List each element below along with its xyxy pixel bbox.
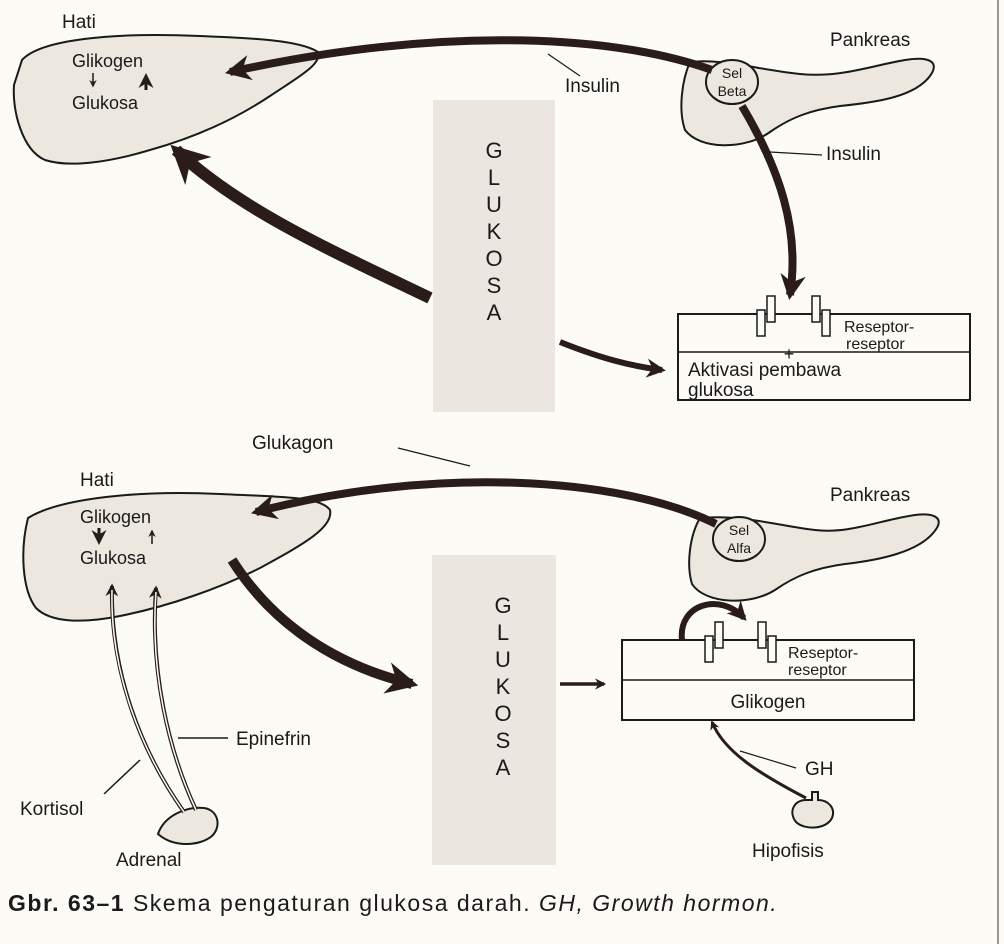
box-text-line2: glukosa <box>688 380 754 401</box>
glucagon-label-leader <box>398 448 470 466</box>
glucose-release-arrow <box>232 560 412 684</box>
cell-label-line2: Beta <box>718 83 747 99</box>
glucose-letter: K <box>496 674 511 699</box>
liver-top <box>14 35 319 164</box>
top-panel: G L U K O S A Hati Glikogen Glukosa Pank… <box>14 12 970 412</box>
cortisol-arrow-inner <box>112 590 184 812</box>
box-text: Glikogen <box>731 692 806 713</box>
glucose-letter: G <box>494 593 511 618</box>
bottom-panel: G L U K O S A Glukagon Hati Glikogen Glu… <box>20 433 939 871</box>
glucose-letter: U <box>486 192 502 217</box>
glucose-letter: K <box>487 219 502 244</box>
pancreas-label: Pankreas <box>830 30 910 51</box>
liver-glucose: Glukosa <box>80 548 147 568</box>
insulin-label-2: Insulin <box>826 144 881 165</box>
liver-bottom <box>23 493 330 621</box>
gh-label: GH <box>805 759 834 780</box>
liver-label: Hati <box>62 12 96 33</box>
glucose-letter: S <box>487 273 502 298</box>
liver-glycogen: Glikogen <box>80 507 151 527</box>
glucose-letter: A <box>496 755 511 780</box>
glucose-letter: L <box>488 165 500 190</box>
caption-text: Skema pengaturan glukosa darah. <box>125 890 539 916</box>
glucose-letter: O <box>494 701 511 726</box>
glucose-letter: S <box>496 728 511 753</box>
liver-glucose: Glukosa <box>72 93 139 113</box>
pancreas-label: Pankreas <box>830 485 910 506</box>
glucose-column-letters-top: G L U K O S A <box>485 138 502 325</box>
glucose-letter: L <box>497 620 509 645</box>
liver-glycogen: Glikogen <box>72 51 143 71</box>
insulin-label-leader <box>548 54 580 76</box>
caption-abbrev: GH, Growth hormon. <box>539 890 778 916</box>
liver-label: Hati <box>80 470 114 491</box>
glucagon-label: Glukagon <box>252 433 333 454</box>
cell-label-line1: Sel <box>722 65 742 81</box>
glucose-letter: G <box>485 138 502 163</box>
epinephrine-label: Epinefrin <box>236 729 311 750</box>
glucose-letter: U <box>495 647 511 672</box>
pituitary-label: Hipofisis <box>752 841 824 862</box>
glucose-arrow-to-liver <box>176 150 430 298</box>
adrenal-label: Adrenal <box>116 850 182 871</box>
insulin-label-leader <box>770 152 822 155</box>
receptor-activation-arrow <box>682 604 744 640</box>
cortisol-arrow <box>112 586 184 812</box>
glucose-letter: A <box>487 300 502 325</box>
adrenal-gland <box>158 808 218 844</box>
cell-label-line1: Sel <box>729 522 749 538</box>
receptor-label-line1: Reseptor- <box>788 645 858 662</box>
figure-number: Gbr. 63–1 <box>8 890 125 916</box>
receptor-label-line2: reseptor <box>846 336 905 353</box>
pituitary-gland <box>792 792 833 828</box>
cortisol-label: Kortisol <box>20 799 83 820</box>
cell-label-line2: Alfa <box>727 540 751 556</box>
cortisol-label-leader <box>104 760 140 794</box>
gh-arrow <box>712 722 806 798</box>
glucose-letter: O <box>485 246 502 271</box>
receptor-label-line2: reseptor <box>788 662 847 679</box>
receptor-label-line1: Reseptor- <box>844 319 914 336</box>
box-text-line1: Aktivasi pembawa <box>688 360 842 381</box>
insulin-label-1: Insulin <box>565 76 620 97</box>
figure-caption: Gbr. 63–1 Skema pengaturan glukosa darah… <box>8 891 993 916</box>
glucose-arrow-to-cell <box>560 342 662 370</box>
glucose-column-letters-bottom: G L U K O S A <box>494 593 511 780</box>
